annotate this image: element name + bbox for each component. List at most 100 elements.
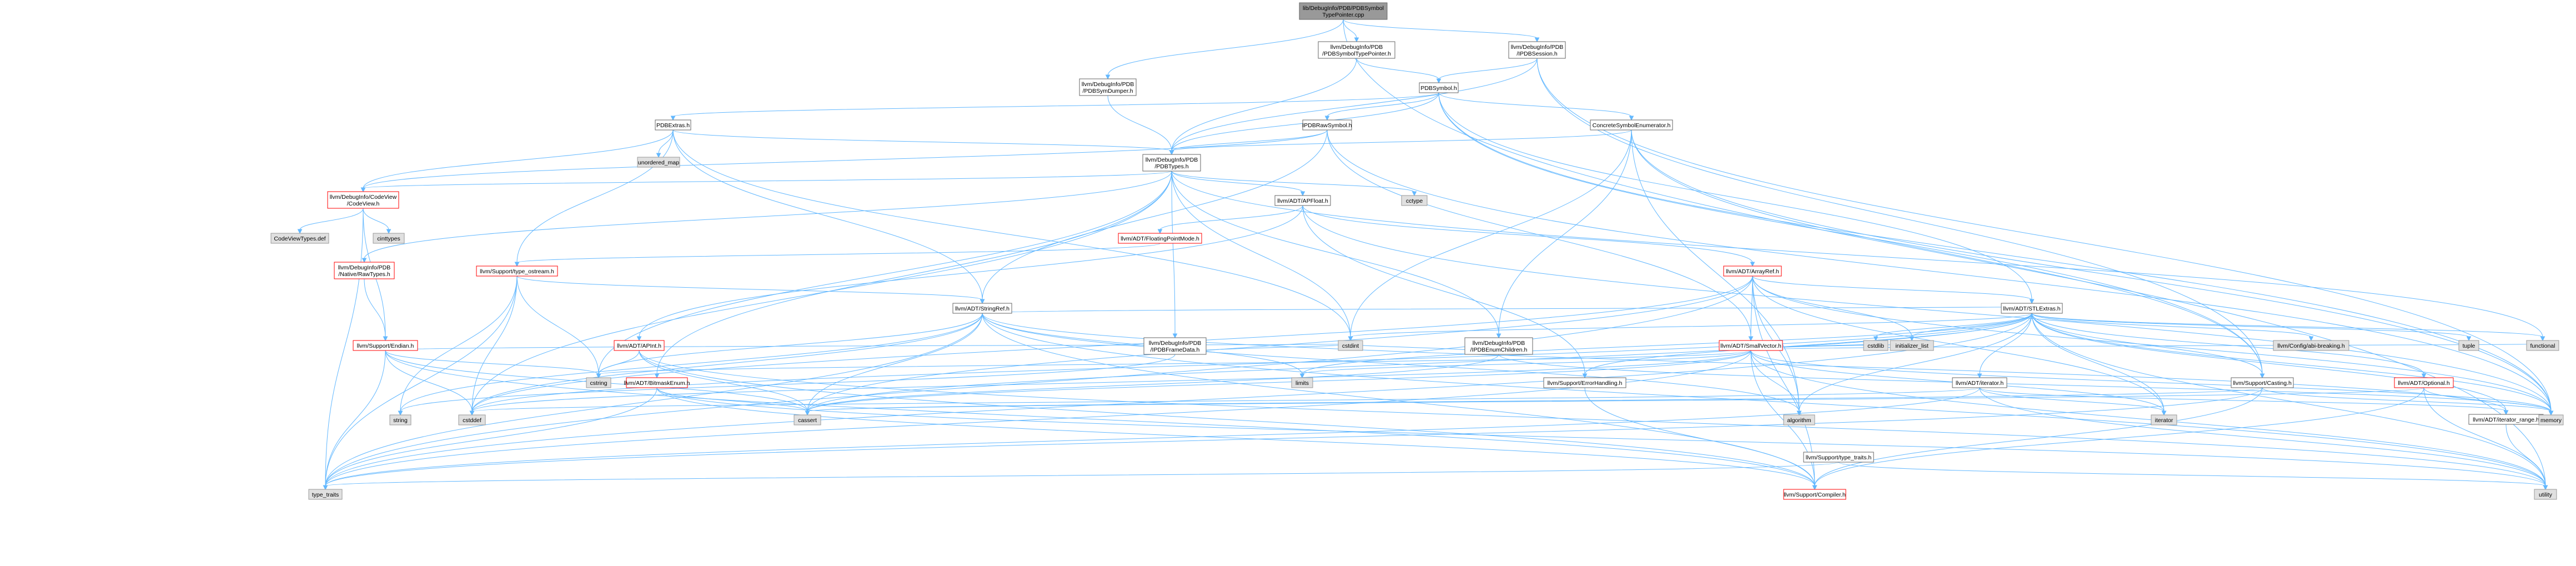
node-concrete[interactable]: ConcreteSymbolEnumerator.h — [1590, 119, 1673, 131]
edge-stlextras-to-functional — [2031, 313, 2545, 342]
node-framedata[interactable]: llvm/DebugInfo/PDB/IPDBFrameData.h — [1143, 337, 1207, 355]
node-label-errorhandling-0: llvm/Support/ErrorHandling.h — [1548, 380, 1623, 387]
node-initlist[interactable]: initializer_list — [1890, 340, 1934, 351]
node-label-nativeraw-0: llvm/DebugInfo/PDB — [338, 264, 391, 271]
node-typeostream[interactable]: llvm/Support/type_ostream.h — [476, 266, 558, 277]
node-pdbextras[interactable]: PDBExtras.h — [655, 119, 691, 131]
node-label-nativeraw-1: /Native/RawTypes.h — [338, 271, 390, 278]
node-label-symdumper-0: llvm/DebugInfo/PDB — [1082, 81, 1134, 88]
node-compiler[interactable]: llvm/Support/Compiler.h — [1783, 489, 1846, 500]
node-apint[interactable]: llvm/ADT/APInt.h — [614, 340, 665, 351]
node-label-cvtypesdef-0: CodeViewTypes.def — [274, 236, 325, 242]
node-label-apint-0: llvm/ADT/APInt.h — [617, 343, 661, 349]
node-endian[interactable]: llvm/Support/Endian.h — [353, 340, 418, 351]
node-cstring[interactable]: cstring — [586, 377, 611, 388]
node-stlextras[interactable]: llvm/ADT/STLExtras.h — [2001, 303, 2063, 314]
edge-arrayref-to-iterator — [1752, 276, 2167, 416]
node-unordered_map[interactable]: unordered_map — [637, 157, 680, 168]
edges-layer — [297, 19, 2554, 490]
node-bitmaskenum[interactable]: llvm/ADT/BitmaskEnum.h — [624, 377, 690, 388]
node-limits[interactable]: limits — [1291, 377, 1313, 388]
edge-arrayref-to-type_traits — [323, 276, 1753, 490]
node-cstdlib[interactable]: cstdlib — [1863, 340, 1889, 351]
node-abibreaking[interactable]: llvm/Config/abi-breaking.h — [2273, 340, 2349, 351]
edge-stlextras-to-tuple — [2031, 313, 2472, 342]
node-iterrange[interactable]: llvm/ADT/iterator_range.h — [2468, 414, 2544, 425]
node-codeview[interactable]: llvm/DebugInfo/CodeView/CodeView.h — [327, 191, 399, 209]
node-label-utility-0: utility — [2539, 492, 2553, 498]
edge-enumchildren-to-cassert — [805, 354, 1499, 416]
node-rawsymbol[interactable]: IPDBRawSymbol.h — [1302, 119, 1352, 131]
node-apfloat[interactable]: llvm/ADT/APFloat.h — [1274, 195, 1331, 206]
edge-codeview-to-cvtypesdef — [297, 208, 364, 234]
node-functional[interactable]: functional — [2526, 340, 2559, 351]
node-box-concrete — [1590, 119, 1673, 131]
node-box-tuple — [2458, 340, 2479, 351]
node-utility[interactable]: utility — [2534, 489, 2557, 500]
node-label-enumchildren-0: llvm/DebugInfo/PDB — [1473, 340, 1525, 347]
node-cctype[interactable]: cctype — [1401, 195, 1428, 206]
edge-root-to-symtypeptr — [1343, 19, 1359, 43]
edge-concrete-to-enumchildren — [1496, 129, 1632, 339]
node-iterator[interactable]: iterator — [2151, 414, 2177, 425]
node-algorithm[interactable]: algorithm — [1783, 414, 1815, 425]
node-memory[interactable]: memory — [2538, 414, 2564, 425]
edge-smallvector-to-utility — [1750, 350, 2548, 490]
node-box-abibreaking — [2273, 340, 2349, 351]
node-root: lib/DebugInfo/PDB/PDBSymbolTypePointer.c… — [1299, 2, 1388, 20]
edge-stringref-to-string — [398, 313, 983, 416]
edge-pdbsymbol-to-pdbextras — [670, 92, 1439, 121]
node-cstddef[interactable]: cstddef — [458, 414, 486, 425]
node-box-root — [1299, 2, 1388, 20]
node-label-tuple-0: tuple — [2463, 343, 2475, 349]
node-label-session-0: llvm/DebugInfo/PDB — [1511, 44, 1564, 51]
node-symdumper[interactable]: llvm/DebugInfo/PDB/PDBSymDumper.h — [1079, 78, 1137, 96]
node-stringref[interactable]: llvm/ADT/StringRef.h — [952, 303, 1012, 314]
node-symtypeptr[interactable]: llvm/DebugInfo/PDB/PDBSymbolTypePointer.… — [1318, 41, 1395, 59]
node-box-algorithm — [1783, 414, 1815, 425]
edge-concrete-to-pdbtypes — [1169, 129, 1632, 156]
node-pdbtypes[interactable]: llvm/DebugInfo/PDB/PDBTypes.h — [1142, 154, 1201, 172]
node-enumchildren[interactable]: llvm/DebugInfo/PDB/IPDBEnumChildren.h — [1464, 337, 1533, 355]
node-cstdint[interactable]: cstdint — [1338, 340, 1363, 351]
node-type_traits[interactable]: type_traits — [308, 489, 343, 500]
node-fpmode[interactable]: llvm/ADT/FloatingPointMode.h — [1118, 233, 1202, 244]
node-adtiterator[interactable]: llvm/ADT/iterator.h — [1952, 377, 2007, 388]
node-optional[interactable]: llvm/ADT/Optional.h — [2394, 377, 2454, 388]
node-label-adtiterator-0: llvm/ADT/iterator.h — [1956, 380, 2004, 387]
node-label-cctype-0: cctype — [1406, 198, 1423, 204]
edge-pdbtypes-to-enumchildren — [1171, 171, 1502, 339]
node-box-cassert — [794, 414, 821, 425]
edge-optional-to-memory — [2423, 387, 2554, 416]
node-label-iterator-0: iterator — [2155, 417, 2173, 424]
node-label-type_traits-0: type_traits — [312, 492, 339, 498]
node-smallvector[interactable]: llvm/ADT/SmallVector.h — [1719, 340, 1783, 351]
node-casting[interactable]: llvm/Support/Casting.h — [2231, 377, 2294, 388]
edge-arrayref-to-smallvector — [1748, 276, 1754, 342]
edge-typetraits_llvm-to-type_traits — [323, 462, 1839, 490]
node-nativeraw[interactable]: llvm/DebugInfo/PDB/Native/RawTypes.h — [334, 262, 395, 279]
node-cvtypesdef[interactable]: CodeViewTypes.def — [270, 233, 329, 244]
edge-fpmode-to-typeostream — [514, 243, 1161, 267]
node-string[interactable]: string — [389, 414, 411, 425]
edge-apfloat-to-memory — [1302, 205, 2554, 416]
nodes-layer: lib/DebugInfo/PDB/PDBSymbolTypePointer.c… — [270, 2, 2564, 500]
node-label-abibreaking-0: llvm/Config/abi-breaking.h — [2277, 343, 2345, 349]
edge-adtiterator-to-cstddef — [469, 387, 1980, 416]
node-pdbsymbol[interactable]: PDBSymbol.h — [1419, 82, 1459, 93]
edge-stlextras-to-algorithm — [1796, 313, 2032, 416]
node-label-smallvector-0: llvm/ADT/SmallVector.h — [1720, 343, 1781, 349]
node-cassert[interactable]: cassert — [794, 414, 821, 425]
edge-adtiterator-to-type_traits — [323, 387, 1980, 490]
edge-optional-to-compiler — [1812, 387, 2424, 490]
node-tuple[interactable]: tuple — [2458, 340, 2479, 351]
node-box-memory — [2538, 414, 2564, 425]
edge-pdbtypes-to-functional — [1171, 171, 2545, 342]
edge-arrayref-to-initlist — [1752, 276, 1915, 342]
node-session[interactable]: llvm/DebugInfo/PDB/IPDBSession.h — [1508, 41, 1566, 59]
node-typetraits_llvm[interactable]: llvm/Support/type_traits.h — [1803, 452, 1874, 463]
edge-optional-to-utility — [2423, 387, 2548, 490]
node-arrayref[interactable]: llvm/ADT/ArrayRef.h — [1723, 266, 1782, 277]
node-cinttypes[interactable]: cinttypes — [373, 233, 405, 244]
node-errorhandling[interactable]: llvm/Support/ErrorHandling.h — [1543, 377, 1626, 388]
